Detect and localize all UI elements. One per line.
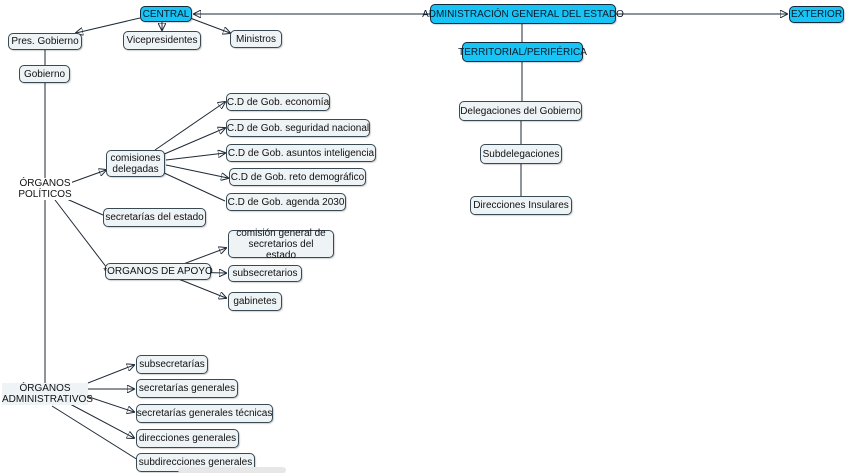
link-admin-item-4 — [69, 403, 134, 438]
node-ministros[interactable]: Ministros — [230, 30, 282, 48]
partial-hidden-node — [178, 467, 286, 473]
node-central[interactable]: CENTRAL — [140, 6, 192, 22]
node-secretarias-generales-tecnicas[interactable]: secretarías generales técnicas — [136, 404, 273, 423]
node-exterior[interactable]: EXTERIOR — [789, 6, 844, 23]
link-comisiones-item-3 — [165, 153, 225, 161]
node-vicepresidentes[interactable]: Vicepresidentes — [123, 31, 201, 50]
node-comision-general-secretarios[interactable]: comisión general de secretarios del esta… — [228, 228, 334, 261]
node-cd-agenda-2030[interactable]: C.D de Gob. agenda 2030 — [226, 193, 346, 211]
link-comisiones-item-5 — [161, 171, 226, 202]
node-secretarias-generales[interactable]: secretarías generales — [136, 379, 238, 398]
link-central-ministros — [189, 17, 230, 33]
node-subsecretarios[interactable]: subsecretarios — [228, 265, 302, 282]
node-gobierno[interactable]: Gobierno — [19, 65, 70, 83]
node-comisiones-delegadas[interactable]: comisiones delegadas — [106, 150, 165, 177]
link-politicos-comisiones — [69, 170, 106, 184]
node-subsecretarias[interactable]: subsecretarías — [136, 355, 208, 374]
node-delegaciones-del-gobierno[interactable]: Delegaciones del Gobierno — [459, 101, 582, 121]
node-direcciones-generales[interactable]: direcciones generales — [136, 429, 239, 448]
node-pres-gobierno[interactable]: Pres. Gobierno — [8, 33, 82, 50]
link-politicos-apoyo — [51, 195, 108, 269]
link-apoyo-item-3 — [175, 277, 226, 298]
link-central-pres — [76, 17, 141, 33]
node-subdelegaciones[interactable]: Subdelegaciones — [480, 144, 562, 164]
link-admin-item-5 — [51, 405, 139, 461]
node-secretarias-del-estado[interactable]: secretarías del estado — [103, 208, 206, 227]
node-cd-seguridad-nacional[interactable]: C.D de Gob. seguridad nacional — [226, 119, 370, 137]
link-comisiones-item-2 — [161, 128, 225, 156]
node-territorial[interactable]: TERRITORIAL/PERIFÉRICA — [458, 42, 587, 62]
label-organos-politicos: ÓRGANOS POLÍTICOS — [18, 178, 72, 200]
node-direcciones-insulares[interactable]: Direcciones Insulares — [470, 196, 572, 215]
link-comisiones-item-4 — [165, 164, 228, 178]
node-cd-reto-demografico[interactable]: C.D de Gob. reto demográfico — [229, 168, 366, 186]
node-cd-economia[interactable]: C.D de Gob. economía — [226, 93, 330, 111]
link-comisiones-item-1 — [154, 102, 225, 151]
label-organos-administrativos: ÓRGANOS ADMINISTRATIVOS — [2, 383, 93, 405]
node-cd-asuntos-inteligencia[interactable]: C.D de Gob. asuntos inteligencia — [226, 144, 376, 162]
link-admin-item-3 — [85, 395, 134, 412]
link-admin-item-1 — [87, 365, 134, 384]
node-gabinetes[interactable]: gabinetes — [228, 292, 282, 311]
node-organos-de-apoyo[interactable]: *ORGANOS DE APOYO — [103, 263, 213, 280]
node-root[interactable]: ADMINISTRACIÓN GENERAL DEL ESTADO — [422, 4, 624, 24]
